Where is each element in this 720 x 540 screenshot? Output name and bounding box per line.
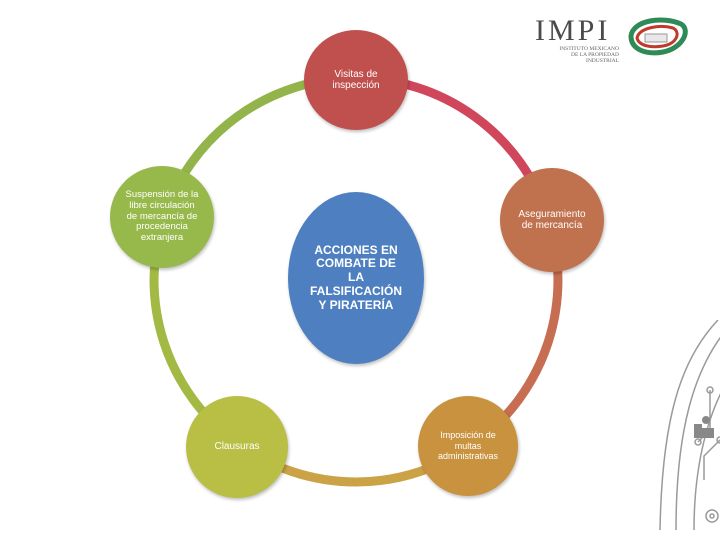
node-label-clausuras: Clausuras bbox=[214, 441, 260, 453]
node-visitas-inspeccion: Visitas de inspección bbox=[304, 30, 408, 130]
node-label-multas: Imposición de multas administrativas bbox=[437, 430, 499, 462]
node-suspension-circulacion: Suspensión de la libre circulación de me… bbox=[110, 166, 214, 268]
node-aseguramiento: Aseguramiento de mercancía bbox=[500, 168, 604, 272]
center-label: ACCIONES EN COMBATE DE LA FALSIFICACIÓN … bbox=[310, 242, 402, 312]
logo-ribbon-icon bbox=[628, 17, 688, 56]
node-label-visitas: Visitas de inspección bbox=[332, 68, 380, 92]
node-imposicion-multas: Imposición de multas administrativas bbox=[418, 396, 518, 496]
circuit-decoration bbox=[659, 320, 720, 531]
node-label-aseguramiento: Aseguramiento de mercancía bbox=[518, 208, 586, 232]
center-node: ACCIONES EN COMBATE DE LA FALSIFICACIÓN … bbox=[288, 192, 424, 364]
impi-logo: IMPI INSTITUTO MEXICANO DE LA PROPIEDAD … bbox=[535, 12, 695, 64]
node-label-suspension: Suspensión de la libre circulación de me… bbox=[125, 188, 199, 244]
logo-wordmark: IMPI bbox=[535, 14, 611, 47]
node-clausuras: Clausuras bbox=[186, 396, 288, 498]
logo-subtitle: INSTITUTO MEXICANO DE LA PROPIEDAD INDUS… bbox=[559, 46, 619, 64]
